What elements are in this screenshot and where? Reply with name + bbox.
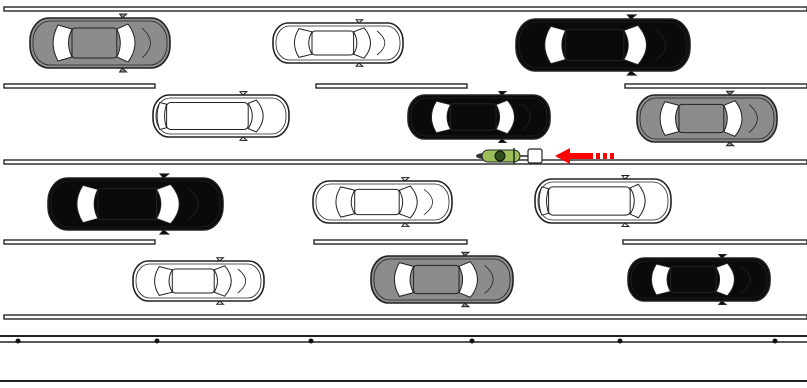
lane-dash xyxy=(4,84,155,88)
car-roof xyxy=(671,267,716,293)
guardrail-post xyxy=(309,339,314,344)
car-roof xyxy=(167,103,249,130)
arrow-dash xyxy=(610,153,614,159)
motorcycle xyxy=(476,148,542,164)
road-top-edge xyxy=(4,7,807,11)
car-white xyxy=(313,178,452,227)
lane-dash xyxy=(4,240,155,244)
lane-dash xyxy=(314,240,467,244)
guardrail-post xyxy=(16,339,21,344)
car-white xyxy=(153,92,289,141)
lane-dash xyxy=(625,84,807,88)
road-median-line xyxy=(4,160,807,164)
guardrail-post xyxy=(470,339,475,344)
car-roof xyxy=(98,188,157,219)
car-roof xyxy=(414,265,459,293)
car-black xyxy=(628,255,770,305)
front-box xyxy=(528,149,542,163)
arrow-dash xyxy=(596,153,600,159)
guardrail-post xyxy=(773,339,778,344)
car-white xyxy=(133,258,264,304)
lane-dash xyxy=(316,84,467,88)
car-roof xyxy=(355,189,399,214)
car-roof xyxy=(549,187,631,215)
lane-dash xyxy=(623,240,807,244)
car-white xyxy=(535,175,671,226)
car-gray xyxy=(637,91,777,146)
car-white xyxy=(273,20,403,66)
car-roof xyxy=(72,28,117,58)
car-roof xyxy=(679,104,724,132)
car-gray xyxy=(30,14,170,72)
rider-helmet-icon xyxy=(495,151,505,161)
guardrail-post xyxy=(155,339,160,344)
car-black xyxy=(408,91,550,142)
car-gray xyxy=(371,252,513,307)
car-roof xyxy=(451,104,496,130)
car-black xyxy=(48,174,223,234)
guardrail-post xyxy=(618,339,623,344)
car-roof xyxy=(312,31,354,55)
car-roof xyxy=(566,29,624,60)
arrow-dash xyxy=(603,153,607,159)
road-bottom-edge xyxy=(4,315,807,319)
car-roof xyxy=(172,269,214,293)
car-black xyxy=(516,15,690,75)
